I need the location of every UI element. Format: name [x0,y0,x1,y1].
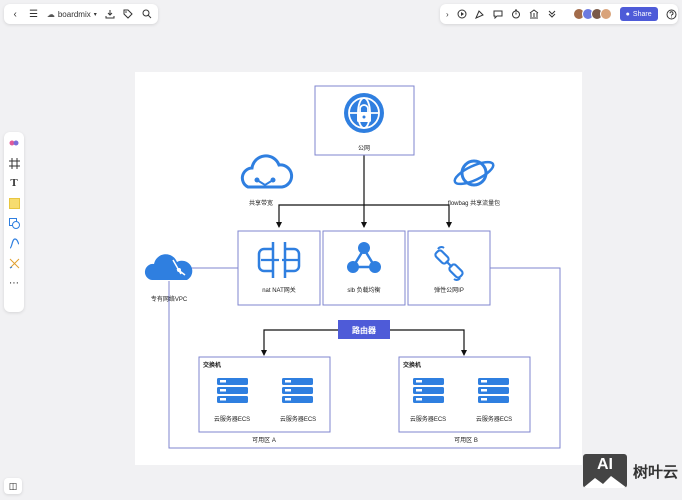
app-name: boardmix [57,9,91,19]
load-balancer-icon [347,242,381,273]
internet-label: 公网 [358,145,370,152]
internet-node[interactable]: 公网 [314,85,415,156]
planet-icon [453,159,495,187]
cloud-vpc-icon [144,254,193,280]
zone-a-label: 可用区 A [252,437,276,444]
ecs1-label: 云服务器ECS [214,415,250,423]
user-add-icon: ● [625,10,630,18]
menu-icon[interactable]: ☰ [29,8,39,20]
frame-icon[interactable] [7,156,21,170]
server-icon [217,378,248,403]
comment-icon[interactable] [493,8,503,20]
vpc-label: 专有网络VPC [151,295,188,303]
zone-b-label: 可用区 B [454,437,478,444]
eip-label: 弹性公网IP [434,286,464,294]
connector-icon[interactable] [7,256,21,270]
eip-node[interactable]: 弹性公网IP [407,230,491,306]
slb-node[interactable]: slb 负载均衡 [322,230,406,306]
switch-a-label: 交换机 [203,361,221,369]
play-icon[interactable] [457,8,467,20]
shared-bandwidth-node[interactable]: 共享带宽 [240,154,294,207]
pen-icon[interactable] [7,236,21,250]
network-diagram: 公网 共享带宽 flowbag 共享流量包 [144,85,561,449]
slb-label: slb 负载均衡 [347,286,380,294]
cloud-network-icon [240,154,294,189]
watermark-name: 树叶云 [632,463,678,481]
template-icon[interactable] [7,136,21,150]
chevron-down-icon: ▾ [93,11,97,18]
minimap-button[interactable]: ◫ [4,478,22,494]
flowbag-node[interactable]: flowbag 共享流量包 [448,158,500,207]
sticky-note-icon[interactable] [7,196,21,210]
link-icon [434,246,464,281]
share-button[interactable]: ● Share [619,7,658,21]
help-icon[interactable] [666,8,677,20]
vpc-node[interactable]: 专有网络VPC [144,254,193,303]
mountain-icon [582,476,627,488]
server-icon [413,378,444,403]
cloud-icon: ☁ [46,9,55,19]
nat-node[interactable]: nat NAT网关 [237,230,321,306]
avatar [599,8,612,20]
nat-label: nat NAT网关 [262,286,296,294]
library-icon[interactable] [529,8,539,20]
more-down-icon[interactable] [547,8,557,20]
ecs2-label: 云服务器ECS [280,415,316,423]
ecs3-label: 云服务器ECS [410,415,446,423]
connector-lines [261,155,467,356]
watermark-logo: AI [582,454,627,488]
tag-icon[interactable] [123,8,134,20]
whiteboard-canvas[interactable]: 公网 共享带宽 flowbag 共享流量包 [135,72,582,465]
watermark: AI 树叶云 [582,454,678,488]
globe-lock-icon [344,93,384,133]
top-right-toolbar: › ● Share [440,4,678,24]
share-label: Share [632,10,652,18]
timer-icon[interactable] [511,8,521,20]
switch-b-label: 交换机 [403,361,421,369]
back-icon[interactable]: ‹ [13,8,17,20]
shape-icon[interactable] [7,216,21,230]
download-icon[interactable] [105,8,115,20]
router-node[interactable]: 路由器 [338,320,390,339]
watermark-logo-text: AI [596,456,613,473]
zone-a[interactable]: 交换机 云服务器ECS 云服务器ECS 可用区 A [198,356,331,444]
collaborator-avatars[interactable] [572,8,612,20]
nat-gateway-icon [257,242,301,278]
more-icon[interactable]: ⋯ [9,277,19,289]
chevron-right-icon[interactable]: › [446,9,449,19]
celebrate-icon[interactable] [474,8,485,20]
left-tool-panel: T ⋯ [4,132,24,312]
zone-b[interactable]: 交换机 云服务器ECS 云服务器ECS 可用区 B [398,356,531,444]
search-icon[interactable] [142,8,152,20]
shared-bandwidth-label: 共享带宽 [249,199,273,207]
map-icon: ◫ [8,480,18,491]
ecs4-label: 云服务器ECS [476,415,512,423]
router-label: 路由器 [352,325,377,335]
server-icon [282,378,313,403]
top-left-toolbar: ‹ ☰ ☁ boardmix ▾ [4,4,158,24]
board-title[interactable]: ☁ boardmix ▾ [47,10,97,19]
server-icon [478,378,509,403]
flowbag-label: flowbag 共享流量包 [448,199,500,207]
text-icon[interactable]: T [10,177,18,189]
